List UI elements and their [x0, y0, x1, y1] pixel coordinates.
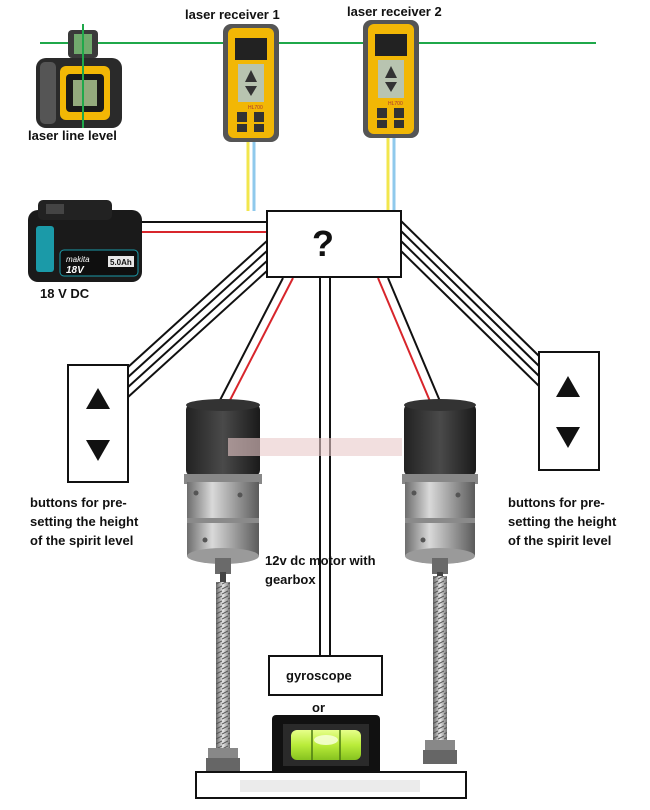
controller-box [266, 210, 402, 278]
down-arrow-icon[interactable] [86, 440, 110, 461]
battery-icon: makita 18V 5.0Ah [28, 200, 142, 282]
battery-wires [142, 221, 268, 233]
base-plate-blur [240, 780, 420, 792]
receiver-1-model: HL700 [248, 105, 263, 111]
receiver-wires [246, 136, 396, 211]
laser-line-level-icon [36, 24, 122, 128]
left-buttons-label-line-1: buttons for pre- [30, 495, 127, 510]
battery-rating: 18V [66, 265, 85, 276]
left-buttons-label-line-3: of the spirit level [30, 533, 134, 548]
laser-receiver-icon: HL700 [223, 24, 279, 142]
up-arrow-icon[interactable] [556, 376, 580, 397]
laser-receiver-1-label: laser receiver 1 [185, 7, 280, 22]
dc-motor-icon [402, 399, 478, 582]
right-buttons-label-line-1: buttons for pre- [508, 495, 605, 510]
left-button-cable [126, 239, 269, 399]
battery-brand: makita [66, 255, 90, 264]
right-buttons-label-line-3: of the spirit level [508, 533, 612, 548]
down-arrow-icon[interactable] [556, 427, 580, 448]
battery-voltage-label: 18 V DC [40, 286, 90, 301]
laser-line-level-label: laser line level [28, 128, 117, 143]
gyroscope-label: gyroscope [286, 668, 352, 683]
up-arrow-icon[interactable] [86, 388, 110, 409]
right-buttons-panel [538, 351, 600, 471]
controller-label: ? [312, 223, 334, 264]
threaded-rod-icon [206, 582, 240, 772]
left-buttons-panel [67, 364, 129, 483]
battery-capacity: 5.0Ah [110, 258, 132, 267]
gyroscope-box [268, 655, 383, 696]
or-label: or [312, 700, 325, 715]
dc-motor-icon [184, 399, 262, 582]
right-button-cable [399, 219, 541, 388]
spirit-level-icon [272, 715, 380, 775]
left-buttons-label-line-2: setting the height [30, 514, 139, 529]
right-buttons-label-line-2: setting the height [508, 514, 617, 529]
motor-wires [216, 277, 443, 407]
laser-receiver-2-label: laser receiver 2 [347, 4, 442, 19]
laser-receiver-icon: HL700 [363, 20, 419, 138]
motor-label-line-2: gearbox [265, 572, 316, 587]
motor-label-line-1: 12v dc motor with [265, 553, 376, 568]
blurred-strip [228, 438, 402, 456]
receiver-2-model: HL700 [388, 101, 403, 107]
gyroscope-wires [319, 278, 331, 656]
threaded-rod-icon [423, 576, 457, 764]
